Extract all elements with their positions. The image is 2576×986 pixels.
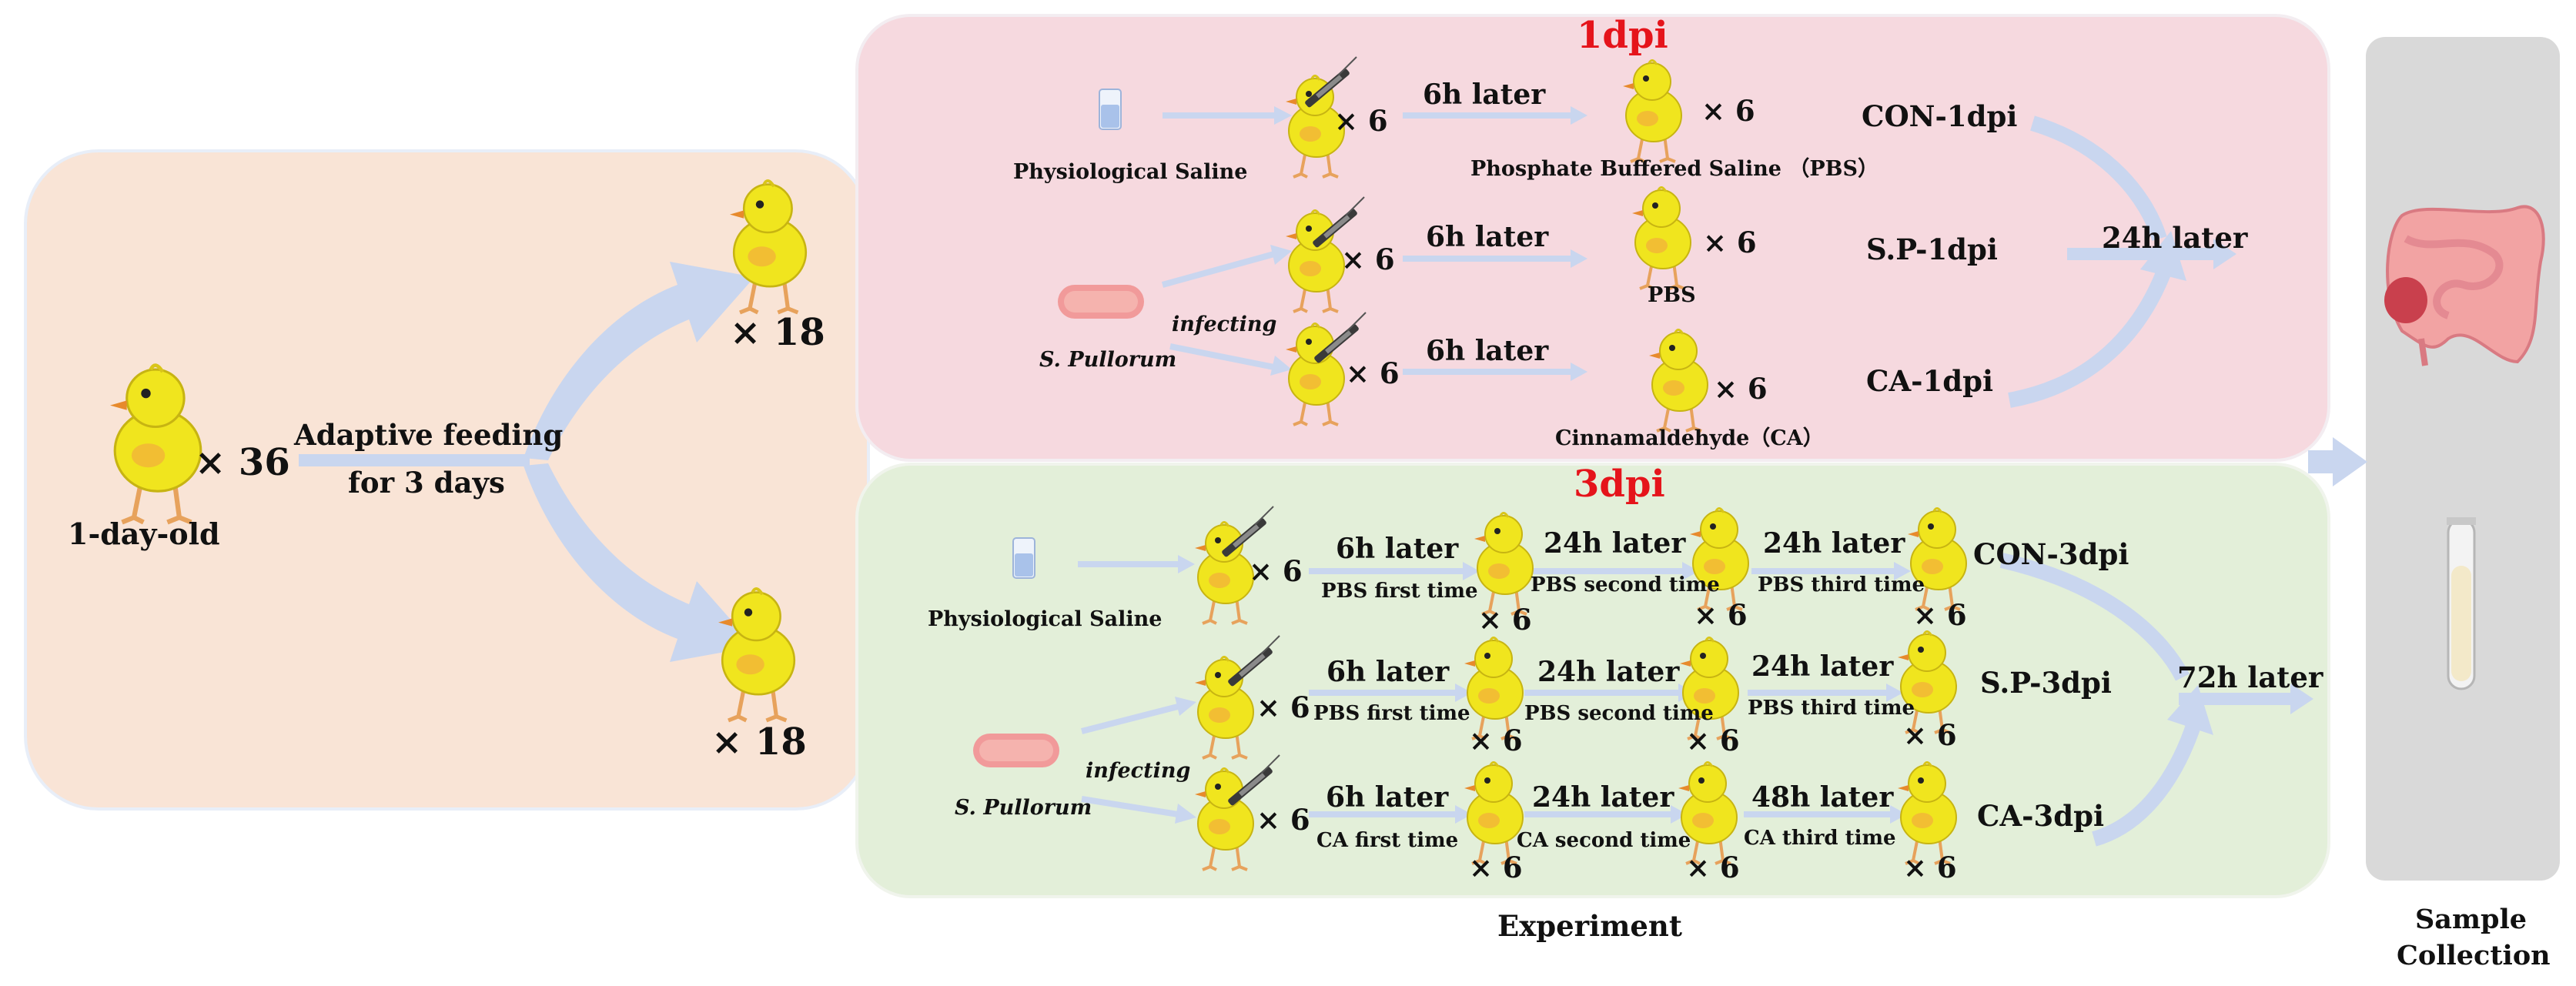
experiment-label: Experiment [1497, 909, 1682, 943]
group-ca-3dpi: CA-3dpi [1977, 799, 2104, 833]
b-r1-step-1: 6h later [1336, 533, 1459, 565]
b-r2-step-3: 24h later [1751, 650, 1894, 683]
beaker-icon [1012, 537, 1035, 579]
group-con-1dpi: CON-1dpi [1862, 99, 2017, 133]
top-title: 1dpi [1577, 14, 1668, 57]
top-pathogen: S. Pullorum [1039, 348, 1176, 372]
top-count-5: × 6 [1703, 226, 1757, 259]
top-count-6: × 6 [1714, 372, 1768, 406]
bottom-saline: Physiological Saline [928, 607, 1162, 631]
top-saline: Physiological Saline [1013, 160, 1247, 184]
bottom-pathogen: S. Pullorum [955, 796, 1092, 820]
b-r3-sub-1: CA first time [1316, 829, 1458, 852]
b-r2-sub-3: PBS third time [1748, 697, 1915, 720]
count-all: × 36 [195, 441, 290, 484]
b-count-r1-3: × 6 [1913, 598, 1967, 632]
right-panel [2366, 37, 2560, 881]
b-r3-step-3: 48h later [1751, 781, 1894, 814]
bottom-final-time: 72h later [2177, 660, 2323, 694]
b-r3-step-1: 6h later [1326, 781, 1449, 814]
b-r1-step-3: 24h later [1763, 527, 1905, 560]
bacteria-icon [1058, 285, 1144, 319]
group-ca-1dpi: CA-1dpi [1866, 364, 1993, 398]
top-panel [855, 14, 2330, 462]
top-time-3: 6h later [1426, 335, 1549, 367]
top-treat-1: Phosphate Buffered Saline （PBS） [1470, 157, 1878, 181]
top-treat-3: Cinnamaldehyde（CA） [1555, 426, 1824, 450]
feeding-label-1: Adaptive feeding [293, 418, 563, 452]
top-time-2: 6h later [1426, 221, 1549, 253]
b-count-r3-1: × 6 [1469, 851, 1523, 884]
bottom-merge-head [2167, 685, 2213, 735]
b-count-r2-1: × 6 [1469, 724, 1523, 757]
top-treat-2: PBS [1648, 283, 1696, 307]
bacteria-icon [973, 734, 1059, 767]
b-r2-step-1: 6h later [1326, 656, 1450, 688]
b-r1-sub-2: PBS second time [1531, 573, 1720, 597]
b-count-r3-2: × 6 [1686, 851, 1740, 884]
top-time-1: 6h later [1423, 79, 1546, 111]
bottom-infecting: infecting [1086, 759, 1190, 783]
count-bottom: × 18 [711, 720, 807, 764]
sample-label-2: Collection [2397, 940, 2551, 971]
bottom-merge-arrow-1 [1999, 553, 2190, 681]
b-count-r1-1: × 6 [1478, 603, 1532, 637]
b-r3-sub-2: CA second time [1517, 829, 1691, 852]
top-count-4: × 6 [1701, 94, 1755, 128]
b-count-r2-3: × 6 [1903, 718, 1957, 752]
top-count-1: × 6 [1334, 104, 1388, 138]
count-top: × 18 [730, 311, 825, 354]
bottom-arrows [1078, 555, 2313, 824]
group-sp-1dpi: S.P-1dpi [1866, 232, 1998, 266]
b-count-r1-2: × 6 [1694, 598, 1748, 632]
b-count-r2-0: × 6 [1256, 690, 1310, 724]
b-r1-sub-3: PBS third time [1758, 573, 1925, 597]
to-sample-arrow [2308, 437, 2367, 486]
top-infecting: infecting [1172, 313, 1276, 336]
beaker-icon [1099, 89, 1122, 130]
top-merge-arrow-1 [2030, 115, 2167, 242]
b-r2-sub-2: PBS second time [1524, 702, 1714, 725]
top-merge-arrow-2 [2008, 270, 2171, 408]
b-r1-sub-1: PBS first time [1321, 580, 1478, 603]
top-merge-head [2140, 231, 2186, 281]
b-r3-step-2: 24h later [1532, 781, 1674, 814]
age-label: 1-day-old [68, 516, 220, 551]
top-final-time: 24h later [2102, 221, 2248, 255]
b-r3-sub-3: CA third time [1744, 827, 1896, 850]
bottom-title: 3dpi [1574, 463, 1665, 506]
group-con-3dpi: CON-3dpi [1973, 537, 2129, 571]
top-count-3: × 6 [1346, 356, 1400, 390]
top-arrows [1161, 106, 2236, 381]
test-tube-icon [2447, 517, 2476, 690]
left-arrows [299, 262, 754, 662]
b-count-r1-0: × 6 [1249, 554, 1303, 588]
b-count-r3-0: × 6 [1256, 803, 1310, 837]
bottom-merge-arrow-2 [2091, 720, 2202, 847]
b-r1-step-2: 24h later [1544, 527, 1686, 560]
top-count-2: × 6 [1341, 242, 1395, 276]
sample-label-1: Sample [2415, 904, 2527, 935]
b-count-r3-3: × 6 [1903, 851, 1957, 884]
b-count-r2-2: × 6 [1686, 724, 1740, 757]
b-r2-step-2: 24h later [1537, 656, 1680, 688]
feeding-label-2: for 3 days [348, 466, 505, 500]
group-sp-3dpi: S.P-3dpi [1980, 666, 2112, 700]
b-r2-sub-1: PBS first time [1313, 702, 1470, 725]
intestine-icon [2384, 205, 2545, 366]
